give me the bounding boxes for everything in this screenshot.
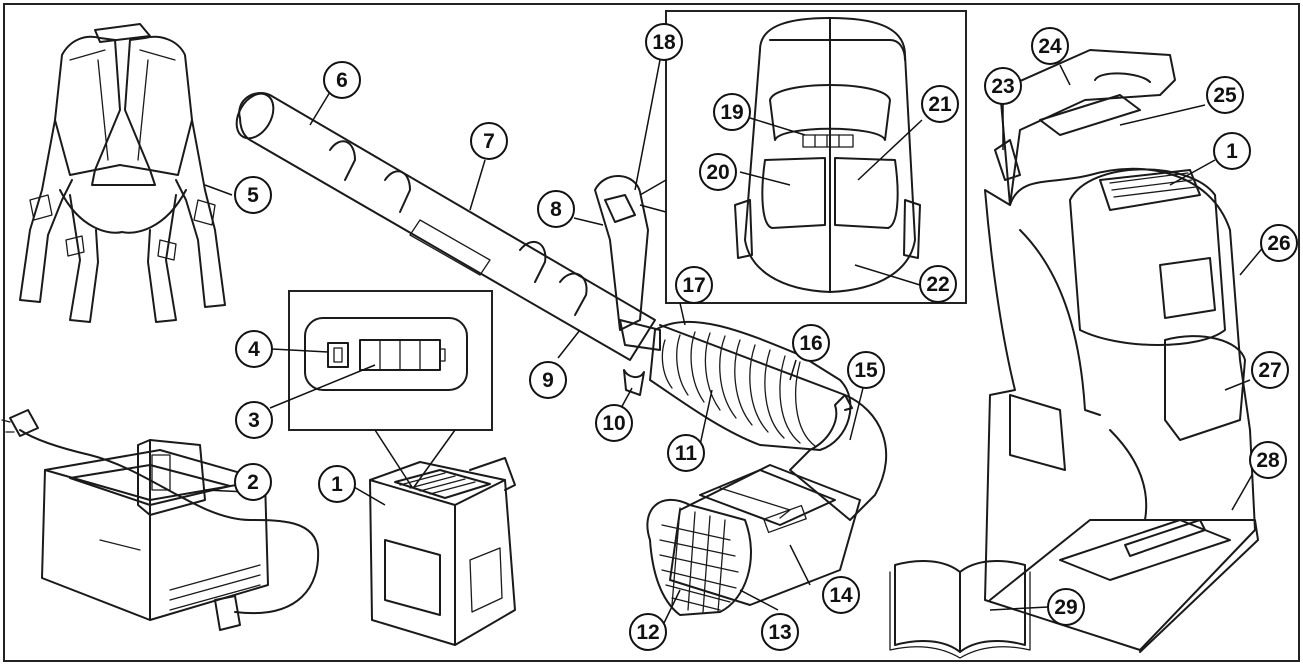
backpack-frame-illustration — [984, 49, 1259, 653]
svg-text:17: 17 — [682, 274, 705, 297]
svg-text:16: 16 — [799, 332, 822, 355]
svg-text:7: 7 — [483, 130, 495, 153]
svg-text:6: 6 — [336, 69, 348, 92]
svg-text:28: 28 — [1256, 449, 1280, 472]
callout-8: 8 — [537, 190, 575, 228]
callout-22: 22 — [919, 265, 957, 303]
svg-text:23: 23 — [991, 75, 1014, 98]
battery-indicator-inset — [288, 290, 493, 488]
leader-lines — [204, 59, 1266, 624]
svg-text:5: 5 — [247, 184, 259, 207]
callout-14: 14 — [822, 576, 860, 614]
svg-text:11: 11 — [675, 442, 698, 465]
callout-28: 28 — [1249, 441, 1287, 479]
svg-text:13: 13 — [768, 621, 791, 644]
callout-18: 18 — [645, 23, 683, 61]
callout-4: 4 — [235, 330, 273, 368]
charger-illustration — [1, 409, 320, 631]
svg-text:19: 19 — [720, 101, 743, 124]
svg-text:27: 27 — [1258, 359, 1281, 382]
svg-text:12: 12 — [636, 621, 659, 644]
svg-text:9: 9 — [542, 369, 554, 392]
callout-24: 24 — [1031, 27, 1069, 65]
callout-10: 10 — [595, 404, 633, 442]
callout-1-frame: 1 — [1213, 132, 1251, 170]
elbow-nozzle-illustration — [646, 394, 888, 616]
callout-2: 2 — [234, 463, 272, 501]
svg-text:4: 4 — [248, 338, 260, 361]
blower-tube-illustration — [235, 92, 656, 361]
svg-text:20: 20 — [706, 161, 729, 184]
callout-27: 27 — [1251, 351, 1289, 389]
callout-6: 6 — [323, 61, 361, 99]
manual-illustration — [889, 560, 1031, 659]
outer-frame — [3, 3, 1300, 662]
svg-text:25: 25 — [1213, 84, 1237, 107]
callout-7: 7 — [470, 122, 508, 160]
svg-text:14: 14 — [829, 584, 853, 607]
callout-21: 21 — [921, 85, 959, 123]
callout-1-battery: 1 — [318, 465, 356, 503]
svg-text:24: 24 — [1038, 35, 1062, 58]
svg-text:8: 8 — [550, 198, 562, 221]
callout-3: 3 — [235, 401, 273, 439]
svg-text:1: 1 — [331, 473, 343, 496]
callout-17: 17 — [675, 266, 713, 304]
svg-text:26: 26 — [1267, 232, 1290, 255]
callout-16: 16 — [792, 324, 830, 362]
callout-15: 15 — [847, 351, 885, 389]
handle-and-hose-illustration — [594, 175, 853, 451]
callout-20: 20 — [699, 153, 737, 191]
callout-12: 12 — [629, 613, 667, 651]
callout-5: 5 — [234, 176, 272, 214]
svg-text:15: 15 — [854, 359, 878, 382]
svg-text:3: 3 — [248, 409, 260, 432]
svg-text:10: 10 — [602, 412, 625, 435]
callout-19: 19 — [713, 93, 751, 131]
svg-text:29: 29 — [1054, 596, 1077, 619]
battery-pack-illustration — [369, 457, 516, 646]
control-panel-inset — [639, 10, 967, 304]
callout-25: 25 — [1206, 76, 1244, 114]
svg-text:21: 21 — [928, 93, 952, 116]
svg-text:22: 22 — [926, 273, 949, 296]
callout-29: 29 — [1047, 588, 1085, 626]
svg-text:1: 1 — [1226, 140, 1238, 163]
harness-illustration — [19, 23, 226, 323]
svg-text:18: 18 — [652, 31, 676, 54]
svg-text:2: 2 — [247, 471, 259, 494]
callout-11: 11 — [667, 434, 705, 472]
callout-23: 23 — [984, 67, 1022, 105]
callout-9: 9 — [529, 361, 567, 399]
callout-26: 26 — [1260, 224, 1298, 262]
callouts: 5 6 7 8 9 10 11 12 13 14 15 16 17 18 19 … — [234, 23, 1298, 651]
callout-13: 13 — [761, 613, 799, 651]
